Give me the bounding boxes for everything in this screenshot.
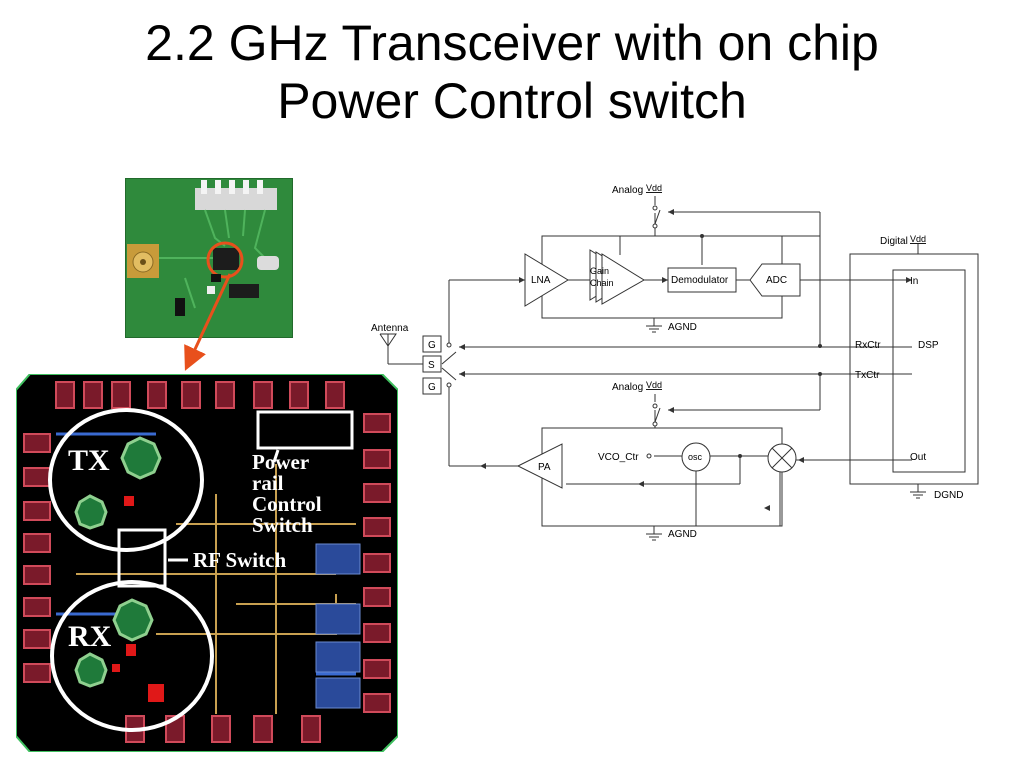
adc-label: ADC [766, 275, 787, 286]
vdd-tx-label: Vdd [646, 380, 662, 390]
switch-pin-g2: G [428, 382, 436, 393]
digital-label: Digital [880, 236, 908, 247]
analog-rx-label: Analog [612, 185, 643, 196]
agnd-tx-label: AGND [668, 529, 697, 540]
slide-title: 2.2 GHz Transceiver with on chip Power C… [0, 14, 1024, 130]
gain-chain-label-1: Gain [590, 266, 609, 276]
switch-pin-g1: G [428, 340, 436, 351]
block-schematic: Antenna G S G Analog Vdd Analog Vdd Digi… [371, 183, 979, 541]
title-line-2: Power Control switch [277, 73, 747, 129]
switch-pin-s: S [428, 360, 435, 371]
analog-tx-label: Analog [612, 382, 643, 393]
power-rail-line-3: Control [252, 492, 322, 516]
tx-label: TX [68, 444, 110, 477]
zoom-arrow [184, 273, 232, 371]
txctr-label: TxCtr [855, 370, 880, 381]
power-rail-control-switch-label: Power rail Control Switch [252, 452, 322, 536]
rx-label: RX [68, 620, 112, 653]
vco-ctr-label: VCO_Ctr [598, 452, 639, 463]
pa-label: PA [538, 462, 551, 473]
power-rail-line-1: Power [252, 450, 310, 474]
antenna-label: Antenna [371, 323, 409, 334]
lna-label: LNA [531, 275, 551, 286]
rf-switch-label: RF Switch [193, 548, 287, 572]
die-layout [16, 374, 398, 752]
demodulator-label: Demodulator [671, 275, 729, 286]
rxctr-label: RxCtr [855, 340, 881, 351]
power-rail-line-4: Switch [252, 513, 313, 537]
osc-label: osc [688, 452, 703, 462]
dgnd-label: DGND [934, 490, 963, 501]
title-line-1: 2.2 GHz Transceiver with on chip [145, 15, 879, 71]
dsp-out-label: Out [910, 452, 926, 463]
pcb-photo [125, 178, 293, 338]
vdd-rx-label: Vdd [646, 183, 662, 193]
dsp-in-label: In [910, 276, 918, 287]
dsp-label: DSP [918, 340, 939, 351]
vdd-digital-label: Vdd [910, 234, 926, 244]
power-rail-line-2: rail [252, 471, 284, 495]
gain-chain-label-2: Chain [590, 278, 614, 288]
agnd-rx-label: AGND [668, 322, 697, 333]
